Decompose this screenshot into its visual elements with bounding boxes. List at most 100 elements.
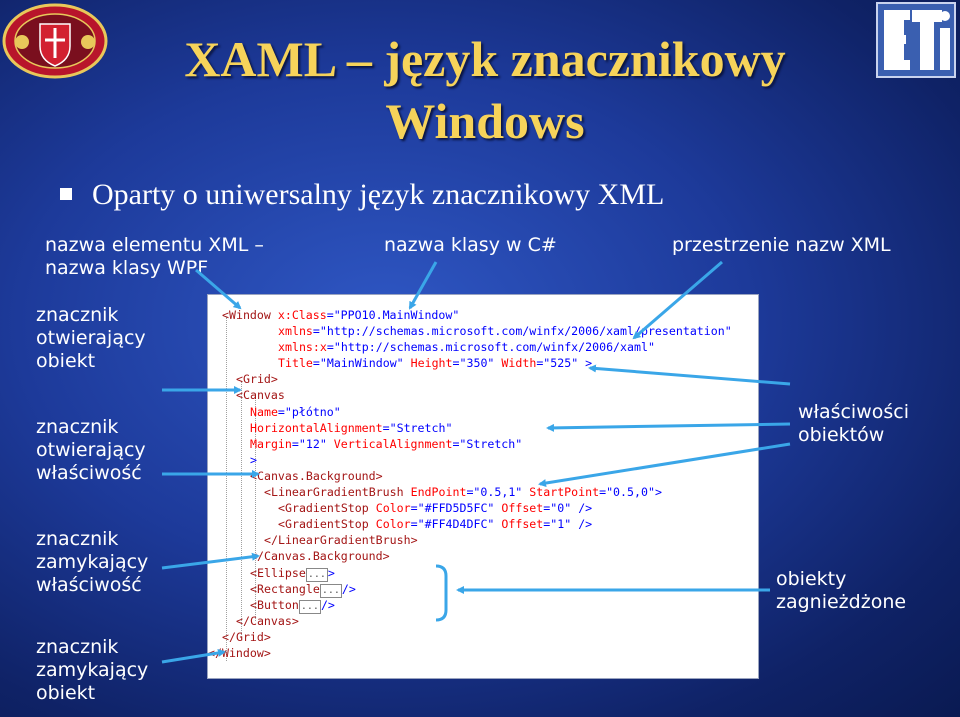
code-attr: x:Class [270,308,327,322]
code-value: "Stretch" [459,436,523,451]
code-value: "http://schemas.microsoft.com/winfx/2006… [333,340,655,355]
code-attr: Title [278,356,313,371]
code-grid-tag: <Grid> [236,372,278,387]
code-window-close-tag: </Window> [208,645,271,660]
code-attr: xmlns:x [278,340,327,355]
code-punct: /> [571,501,593,516]
code-line-21: </Grid> [222,629,758,645]
collapsed-ellipsis-box[interactable]: ... [305,567,328,582]
label-open-property-line2: otwierający [36,439,146,461]
code-punct: > [654,485,662,500]
xaml-code-panel: <Window x:Class="PPO10.MainWindow" xmlns… [207,294,759,679]
code-line-10: > [222,452,758,468]
label-nested-objects-line2: zagnieżdżone [776,591,907,613]
code-value: "#FFD5D5FC" [417,501,495,516]
eti-logo [876,2,956,78]
code-line-12: <LinearGradientBrush EndPoint="0.5,1" St… [264,485,662,500]
code-line-3: xmlns:x="http://schemas.microsoft.com/wi… [278,340,655,355]
label-close-property-line2: zamykający [36,551,149,573]
code-punct: > [578,356,593,371]
code-value: "0.5,0" [606,485,655,500]
code-line-1: <Window x:Class="PPO10.MainWindow" [222,308,460,322]
code-attr: Offset [494,501,544,516]
code-line-5: <Grid> [222,371,758,387]
university-crest-logo [2,3,108,79]
code-punct: /> [320,597,335,612]
collapsed-ellipsis-box[interactable]: ... [319,583,342,598]
code-line-9: Margin="12" VerticalAlignment="Stretch" [250,436,523,451]
code-attr: Width [494,356,537,371]
label-close-object-line3: obiekt [36,682,96,704]
label-namespaces: przestrzenie nazw XML [672,234,891,256]
label-open-property: znacznik otwierający właściwość [36,416,146,485]
code-line-6: <Canvas [222,387,758,403]
code-line-2: xmlns="http://schemas.microsoft.com/winf… [278,324,732,339]
slide-title: XAML – język znacznikowy Windows [110,28,860,152]
title-line-2: Windows [385,93,585,149]
code-line-20: </Canvas> [222,613,758,629]
code-ellipse-tag: <Ellipse [250,565,306,580]
code-attr: EndPoint [403,485,467,500]
bullet-point: Oparty o uniwersalny język znacznikowy X… [60,178,664,212]
code-value: "350" [459,356,495,371]
label-element-name: nazwa elementu XML – nazwa klasy WPF [45,234,264,280]
label-close-property: znacznik zamykający właściwość [36,528,148,597]
code-tag: <GradientStop [278,517,369,532]
label-object-properties-line1: właściwości [798,401,909,423]
code-grid-close-tag: </Grid> [222,629,271,644]
code-canvas-tag: <Canvas [236,388,285,403]
label-open-object-line3: obiekt [36,350,96,372]
label-nested-objects: obiekty zagnieżdżone [776,568,906,614]
code-value: "1" [550,517,572,532]
code-line-7: Name="płótno" [250,404,341,419]
code-line-8: HorizontalAlignment="Stretch" [250,420,453,435]
code-attr: xmlns [278,324,313,339]
label-open-property-line1: znacznik [36,416,119,438]
code-attr: Color [368,517,411,532]
code-tag: <LinearGradientBrush [264,485,404,500]
code-window-tag: <Window [222,308,271,322]
code-attr: Name [250,404,278,419]
label-open-property-line3: właściwość [36,462,142,484]
code-line-11: <Canvas.Background> [222,468,758,484]
label-open-object-line2: otwierający [36,327,146,349]
title-line-1: XAML – język znacznikowy [184,31,786,87]
code-attr: VerticalAlignment [326,436,453,451]
code-canvas-background-open-tag: <Canvas.Background> [250,468,383,483]
code-value: "0" [550,501,572,516]
collapsed-ellipsis-box[interactable]: ... [298,599,321,614]
code-line-18: <Rectangle.../> [222,581,758,598]
code-value: "12" [298,436,327,451]
label-element-name-line2: nazwa klasy WPF [45,257,209,279]
label-close-object: znacznik zamykający obiekt [36,636,148,705]
label-object-properties-line2: obiektów [798,424,885,446]
code-tag: <GradientStop [278,501,369,516]
code-punct: > [250,452,257,467]
code-value: "0.5,1" [473,485,523,500]
label-close-object-line1: znacznik [36,636,119,658]
bullet-square-icon [60,188,72,201]
code-rectangle-tag: <Rectangle [250,581,320,596]
code-value: "#FF4D4DFC" [417,517,495,532]
label-open-object-line1: znacznik [36,304,119,326]
code-attr: Offset [494,517,544,532]
code-button-tag: <Button [250,597,299,612]
code-punct: /> [341,581,356,596]
code-canvas-background-close-tag: </Canvas.Background> [250,549,390,564]
code-attr: StartPoint [522,485,600,500]
label-close-property-line3: właściwość [36,574,142,596]
code-line-22: </Window> [208,645,758,661]
code-value: "525" [543,356,579,371]
code-value: "płótno" [284,404,341,419]
label-close-property-line1: znacznik [36,528,119,550]
code-value: "PPO10.MainWindow" [333,308,460,322]
label-nested-objects-line1: obiekty [776,568,847,590]
code-line-17: <Ellipse...> [222,565,758,582]
code-line-14: <GradientStop Color="#FF4D4DFC" Offset="… [278,517,593,532]
label-close-object-line2: zamykający [36,659,149,681]
code-punct: > [327,565,335,580]
eti-logo-mark [884,10,950,70]
label-element-name-line1: nazwa elementu XML – [45,234,264,256]
code-line-15: </LinearGradientBrush> [222,532,758,548]
outline-guide [241,381,242,637]
